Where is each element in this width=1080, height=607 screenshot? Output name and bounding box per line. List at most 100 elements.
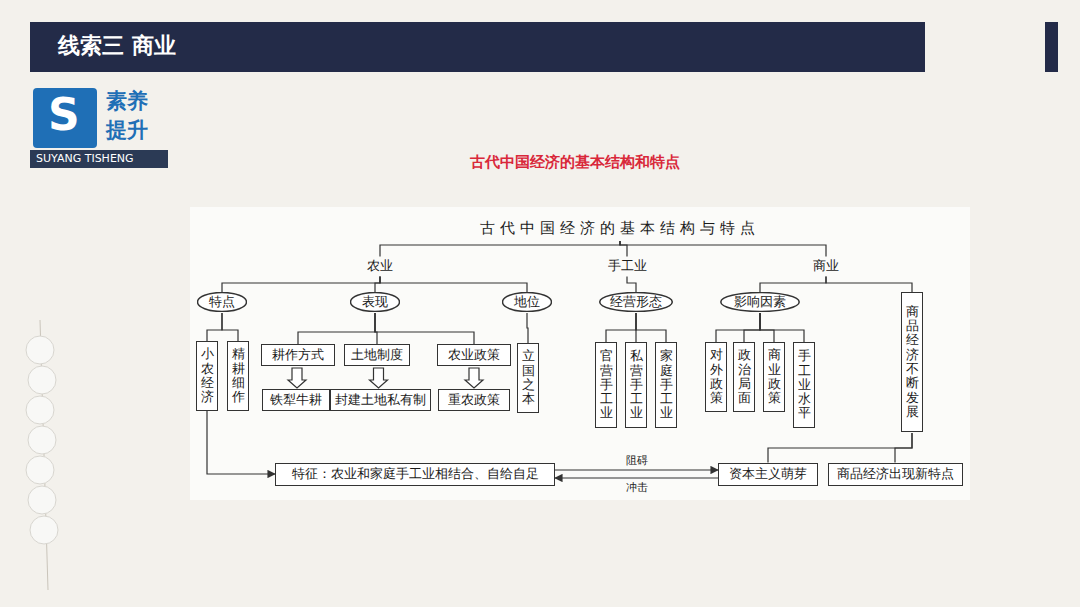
logo-text: 素养 xyxy=(106,90,148,113)
logo-text: 提升 xyxy=(106,119,148,142)
text-box: 精耕细作 xyxy=(227,341,249,411)
text-box: 商品经济出现新特点 xyxy=(828,463,963,486)
category-ellipse: 影响因素 xyxy=(720,292,800,312)
tree-heading: 手工业 xyxy=(602,257,652,276)
connector xyxy=(207,411,275,474)
tree-heading: 农业 xyxy=(360,257,400,276)
edge-label: 阻碍 xyxy=(624,453,650,468)
node-text: 古代中国经济的基本结构与特点 xyxy=(480,220,760,237)
text-box: 农业政策 xyxy=(437,344,511,366)
text-box: 官营手工业 xyxy=(595,342,617,428)
connector xyxy=(375,313,474,344)
node-text: 精耕细作 xyxy=(232,347,245,404)
logo-band-text: SUYANG TISHENG xyxy=(36,152,134,165)
node-text: 资本主义萌芽 xyxy=(729,467,807,482)
logo-band xyxy=(30,150,168,168)
node-text: 土地制度 xyxy=(351,348,403,363)
category-ellipse: 表现 xyxy=(350,292,400,312)
connector xyxy=(627,277,636,293)
connector xyxy=(636,313,666,342)
title-bar xyxy=(30,22,925,72)
connector xyxy=(760,313,774,342)
coin-string xyxy=(26,320,58,590)
node-text: 私营手工业 xyxy=(630,349,643,420)
text-box: 手工业水平 xyxy=(793,342,815,428)
node-text: 立国之本 xyxy=(522,349,535,406)
logo-box xyxy=(33,88,97,148)
node-text: 表现 xyxy=(362,295,388,310)
connector xyxy=(555,477,718,478)
connector xyxy=(744,313,760,342)
connector xyxy=(380,241,620,257)
connector xyxy=(380,277,527,293)
connector xyxy=(222,277,380,293)
node-text: 重农政策 xyxy=(448,393,500,408)
text-box: 立国之本 xyxy=(517,343,539,413)
connector xyxy=(760,277,826,293)
connector xyxy=(207,313,222,341)
text-box: 家庭手工业 xyxy=(655,342,677,428)
connector xyxy=(222,313,238,341)
text-box: 资本主义萌芽 xyxy=(718,463,818,486)
text-box: 耕作方式 xyxy=(261,344,335,366)
node-text: 家庭手工业 xyxy=(660,349,673,420)
connector xyxy=(555,469,718,470)
node-text: 手工业 xyxy=(608,259,647,274)
node-text: 特征：农业和家庭手工业相结合、自给自足 xyxy=(292,467,539,482)
connector xyxy=(606,313,636,342)
text-box: 特征：农业和家庭手工业相结合、自给自足 xyxy=(275,463,555,486)
connector xyxy=(760,313,804,342)
node-text: 官营手工业 xyxy=(600,349,613,420)
node-text: 商品经济出现新特点 xyxy=(837,467,954,482)
text-box: 封建土地私有制 xyxy=(330,389,431,411)
category-ellipse: 特点 xyxy=(197,292,247,312)
connector xyxy=(298,313,375,344)
node-text: 地位 xyxy=(514,295,540,310)
subtitle: 古代中国经济的基本结构和特点 xyxy=(470,153,680,172)
text-box: 私营手工业 xyxy=(625,342,647,428)
node-text: 经营形态 xyxy=(610,295,662,310)
connector xyxy=(716,313,760,342)
connector xyxy=(620,241,826,257)
node-text: 影响因素 xyxy=(734,295,786,310)
node-text: 农业 xyxy=(367,259,393,274)
hollow-arrow xyxy=(288,368,306,388)
text-box: 土地制度 xyxy=(344,344,410,366)
node-text: 铁犁牛耕 xyxy=(270,393,322,408)
tree-heading: 古代中国经济的基本结构与特点 xyxy=(440,218,800,240)
hollow-arrow xyxy=(465,368,483,388)
node-text: 耕作方式 xyxy=(272,348,324,363)
edge-label: 冲击 xyxy=(624,480,650,495)
category-ellipse: 地位 xyxy=(502,292,552,312)
text-box: 铁犁牛耕 xyxy=(262,389,330,411)
node-text: 封建土地私有制 xyxy=(335,393,426,408)
node-text: 特点 xyxy=(209,295,235,310)
logo-letter: S xyxy=(48,93,80,137)
text-box: 重农政策 xyxy=(438,389,510,411)
text-box: 对外政策 xyxy=(705,342,727,412)
hollow-arrow xyxy=(370,368,388,388)
text-box: 小农经济 xyxy=(196,341,218,411)
node-text: 对外政策 xyxy=(710,348,723,405)
diagram-panel xyxy=(190,207,970,500)
node-text: 政治局面 xyxy=(738,348,751,405)
text-box: 政治局面 xyxy=(733,342,755,412)
node-text: 手工业水平 xyxy=(798,349,811,420)
side-bar xyxy=(1045,22,1058,72)
slide-title: 线索三 商业 xyxy=(58,31,176,61)
connector xyxy=(620,241,627,257)
text-box: 商业政策 xyxy=(763,342,785,412)
connector xyxy=(895,433,912,463)
category-ellipse: 经营形态 xyxy=(599,292,673,312)
node-text: 商品经济不断发展 xyxy=(906,305,919,419)
node-text: 商业政策 xyxy=(768,348,781,405)
connector xyxy=(768,433,912,463)
node-text: 农业政策 xyxy=(448,348,500,363)
connector xyxy=(527,313,528,343)
connector xyxy=(375,277,380,293)
node-text: 商业 xyxy=(813,259,839,274)
node-text: 小农经济 xyxy=(201,347,214,404)
text-box: 商品经济不断发展 xyxy=(901,292,923,432)
tree-heading: 商业 xyxy=(806,257,846,276)
connector xyxy=(826,277,912,293)
